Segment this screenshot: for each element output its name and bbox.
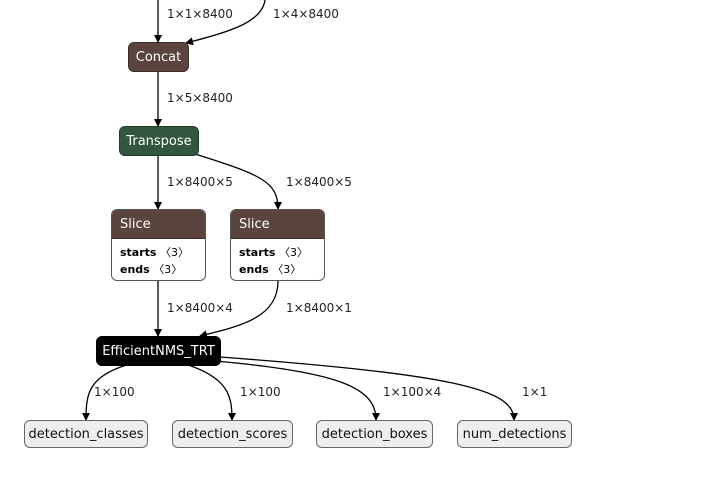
edge-label-nms-classes: 1×100	[94, 385, 135, 399]
concat-node[interactable]: Concat	[128, 42, 189, 72]
output-num-detections[interactable]: num_detections	[457, 420, 572, 448]
edge-label-input1: 1×1×8400	[167, 7, 233, 21]
edge-nms-to-scores	[184, 363, 236, 421]
edge-input2-to-concat	[185, 0, 266, 46]
slice-node-2-attr-starts: starts 〈3〉	[239, 246, 308, 259]
edge-nms-to-boxes	[214, 360, 380, 421]
slice-node-1-attrs: starts 〈3〉 ends 〈3〉	[112, 239, 205, 278]
edge-label-transpose-slice2: 1×8400×5	[286, 175, 352, 189]
transpose-node[interactable]: Transpose	[119, 126, 199, 156]
output-detection-classes[interactable]: detection_classes	[24, 420, 148, 448]
edge-nms-to-num	[219, 356, 518, 421]
slice-node-2-attrs: starts 〈3〉 ends 〈3〉	[231, 239, 324, 278]
edge-label-slice1-nms: 1×8400×4	[167, 301, 233, 315]
output-detection-boxes-label: detection_boxes	[321, 426, 428, 442]
slice-node-1[interactable]: Slice starts 〈3〉 ends 〈3〉	[111, 209, 206, 281]
edge-label-concat-transpose: 1×5×8400	[167, 91, 233, 105]
slice-node-2-title: Slice	[231, 210, 324, 239]
efficientnms-node[interactable]: EfficientNMS_TRT	[96, 336, 221, 366]
edge-label-nms-num: 1×1	[522, 385, 548, 399]
edge-transpose-to-slice2	[194, 153, 282, 210]
slice-node-1-attr-ends: ends 〈3〉	[120, 263, 183, 276]
edge-label-slice2-nms: 1×8400×1	[286, 301, 352, 315]
slice-node-2[interactable]: Slice starts 〈3〉 ends 〈3〉	[230, 209, 325, 281]
output-detection-scores[interactable]: detection_scores	[172, 420, 293, 448]
edge-label-transpose-slice1: 1×8400×5	[167, 175, 233, 189]
edge-label-nms-boxes: 1×100×4	[383, 385, 442, 399]
edge-nms-to-classes	[82, 363, 131, 421]
edge-label-nms-scores: 1×100	[240, 385, 281, 399]
edge-label-input2: 1×4×8400	[273, 7, 339, 21]
transpose-node-label: Transpose	[126, 133, 192, 149]
output-detection-scores-label: detection_scores	[177, 426, 288, 442]
edge-slice2-to-nms	[199, 280, 279, 339]
output-detection-boxes[interactable]: detection_boxes	[316, 420, 433, 448]
efficientnms-node-label: EfficientNMS_TRT	[102, 343, 215, 359]
output-num-detections-label: num_detections	[462, 426, 567, 442]
output-detection-classes-label: detection_classes	[28, 426, 144, 442]
concat-node-label: Concat	[135, 49, 182, 65]
slice-node-1-attr-starts: starts 〈3〉	[120, 246, 189, 259]
slice-node-1-title: Slice	[112, 210, 205, 239]
slice-node-2-attr-ends: ends 〈3〉	[239, 263, 302, 276]
